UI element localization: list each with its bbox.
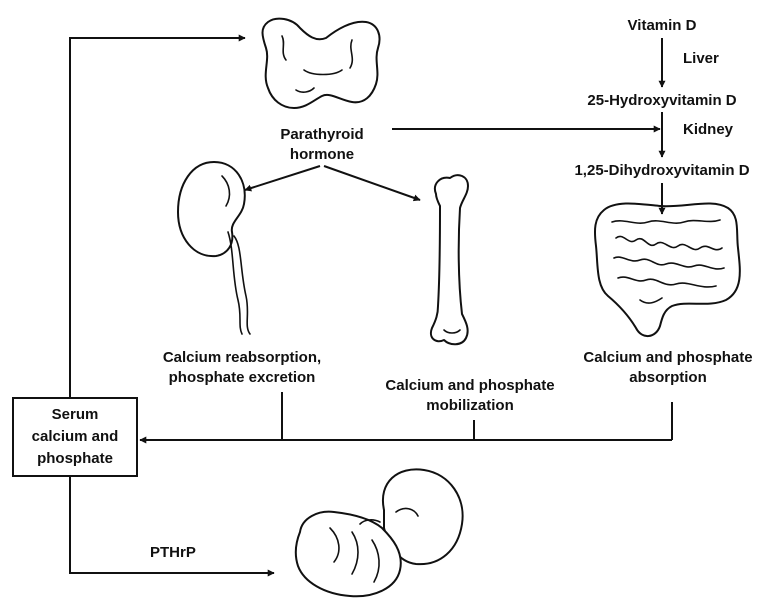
intestine-icon — [595, 203, 740, 336]
serum-label-3: phosphate — [37, 450, 113, 467]
dihydroxyvitamin-d-label: 1,25-Dihydroxyvitamin D — [574, 162, 749, 179]
liver-label: Liver — [683, 50, 719, 67]
pthrp-label: PTHrP — [150, 544, 196, 561]
bone-effect-label-2: mobilization — [426, 397, 514, 414]
parathyroid-hormone-label: Parathyroid — [280, 126, 363, 143]
bone-icon — [431, 175, 468, 344]
hydroxyvitamin-d-label: 25-Hydroxyvitamin D — [587, 92, 736, 109]
kidney-icon — [178, 162, 250, 334]
serum-label-2: calcium and — [32, 428, 119, 445]
vitamin-d-label: Vitamin D — [628, 17, 697, 34]
parathyroid-hormone-label-2: hormone — [290, 146, 354, 163]
kidney-effect-label-2: phosphate excretion — [169, 369, 316, 386]
fetus-icon — [296, 469, 463, 596]
pth-to-bone-arrow — [324, 166, 420, 200]
pth-to-kidney-arrow — [245, 166, 320, 190]
kidney-step-label: Kidney — [683, 121, 734, 138]
parathyroid-gland-icon — [263, 19, 380, 108]
gut-effect-label: Calcium and phosphate — [583, 349, 752, 366]
gut-effect-label-2: absorption — [629, 369, 707, 386]
bone-effect-label: Calcium and phosphate — [385, 377, 554, 394]
kidney-effect-label: Calcium reabsorption, — [163, 349, 321, 366]
serum-label: Serum — [52, 406, 99, 423]
